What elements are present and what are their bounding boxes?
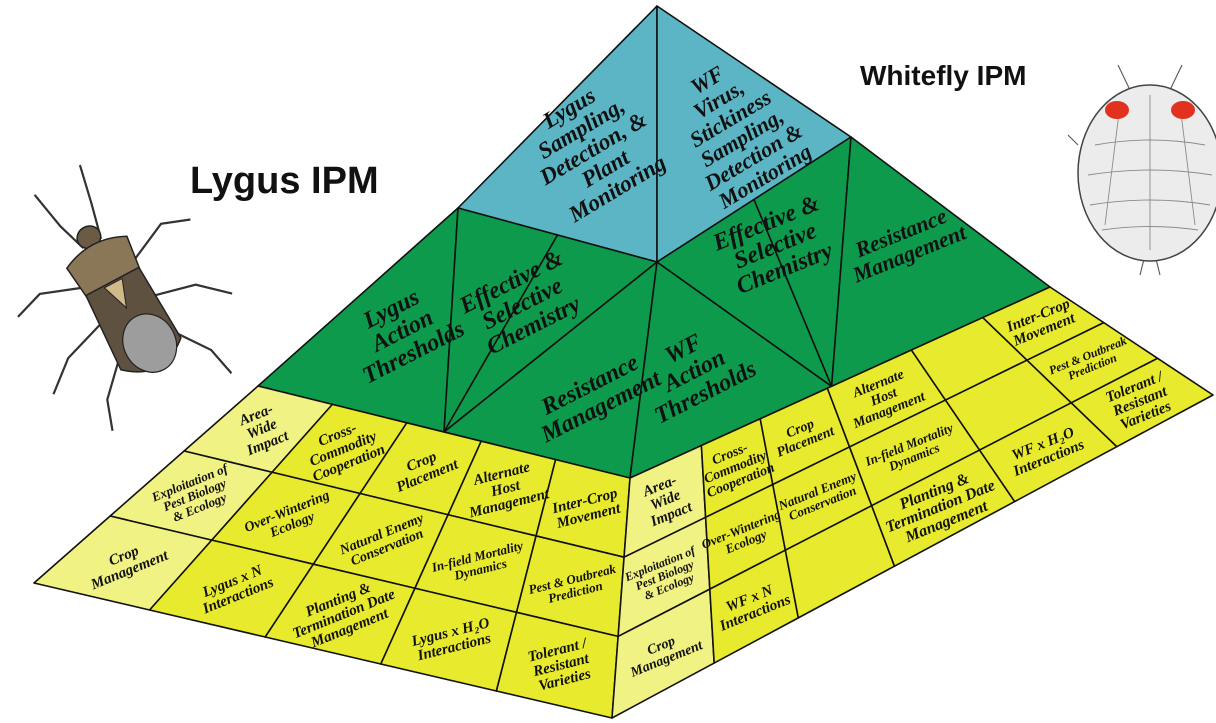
base-left-alternate_host-label-line: Host xyxy=(488,477,522,500)
lygus-bug-icon xyxy=(17,164,233,431)
base-left-area_wide-label: Area-WideImpact xyxy=(232,399,291,459)
base-right-cell-2-5 xyxy=(1070,357,1214,448)
lygus-ipm-title: Lygus IPM xyxy=(190,160,379,202)
whitefly-icon xyxy=(1067,64,1216,276)
whitefly-ipm-title: Whitefly IPM xyxy=(860,60,1027,91)
pyramid-cells xyxy=(33,5,1214,719)
base-left-crop_placement-label: CropPlacement xyxy=(388,442,461,496)
